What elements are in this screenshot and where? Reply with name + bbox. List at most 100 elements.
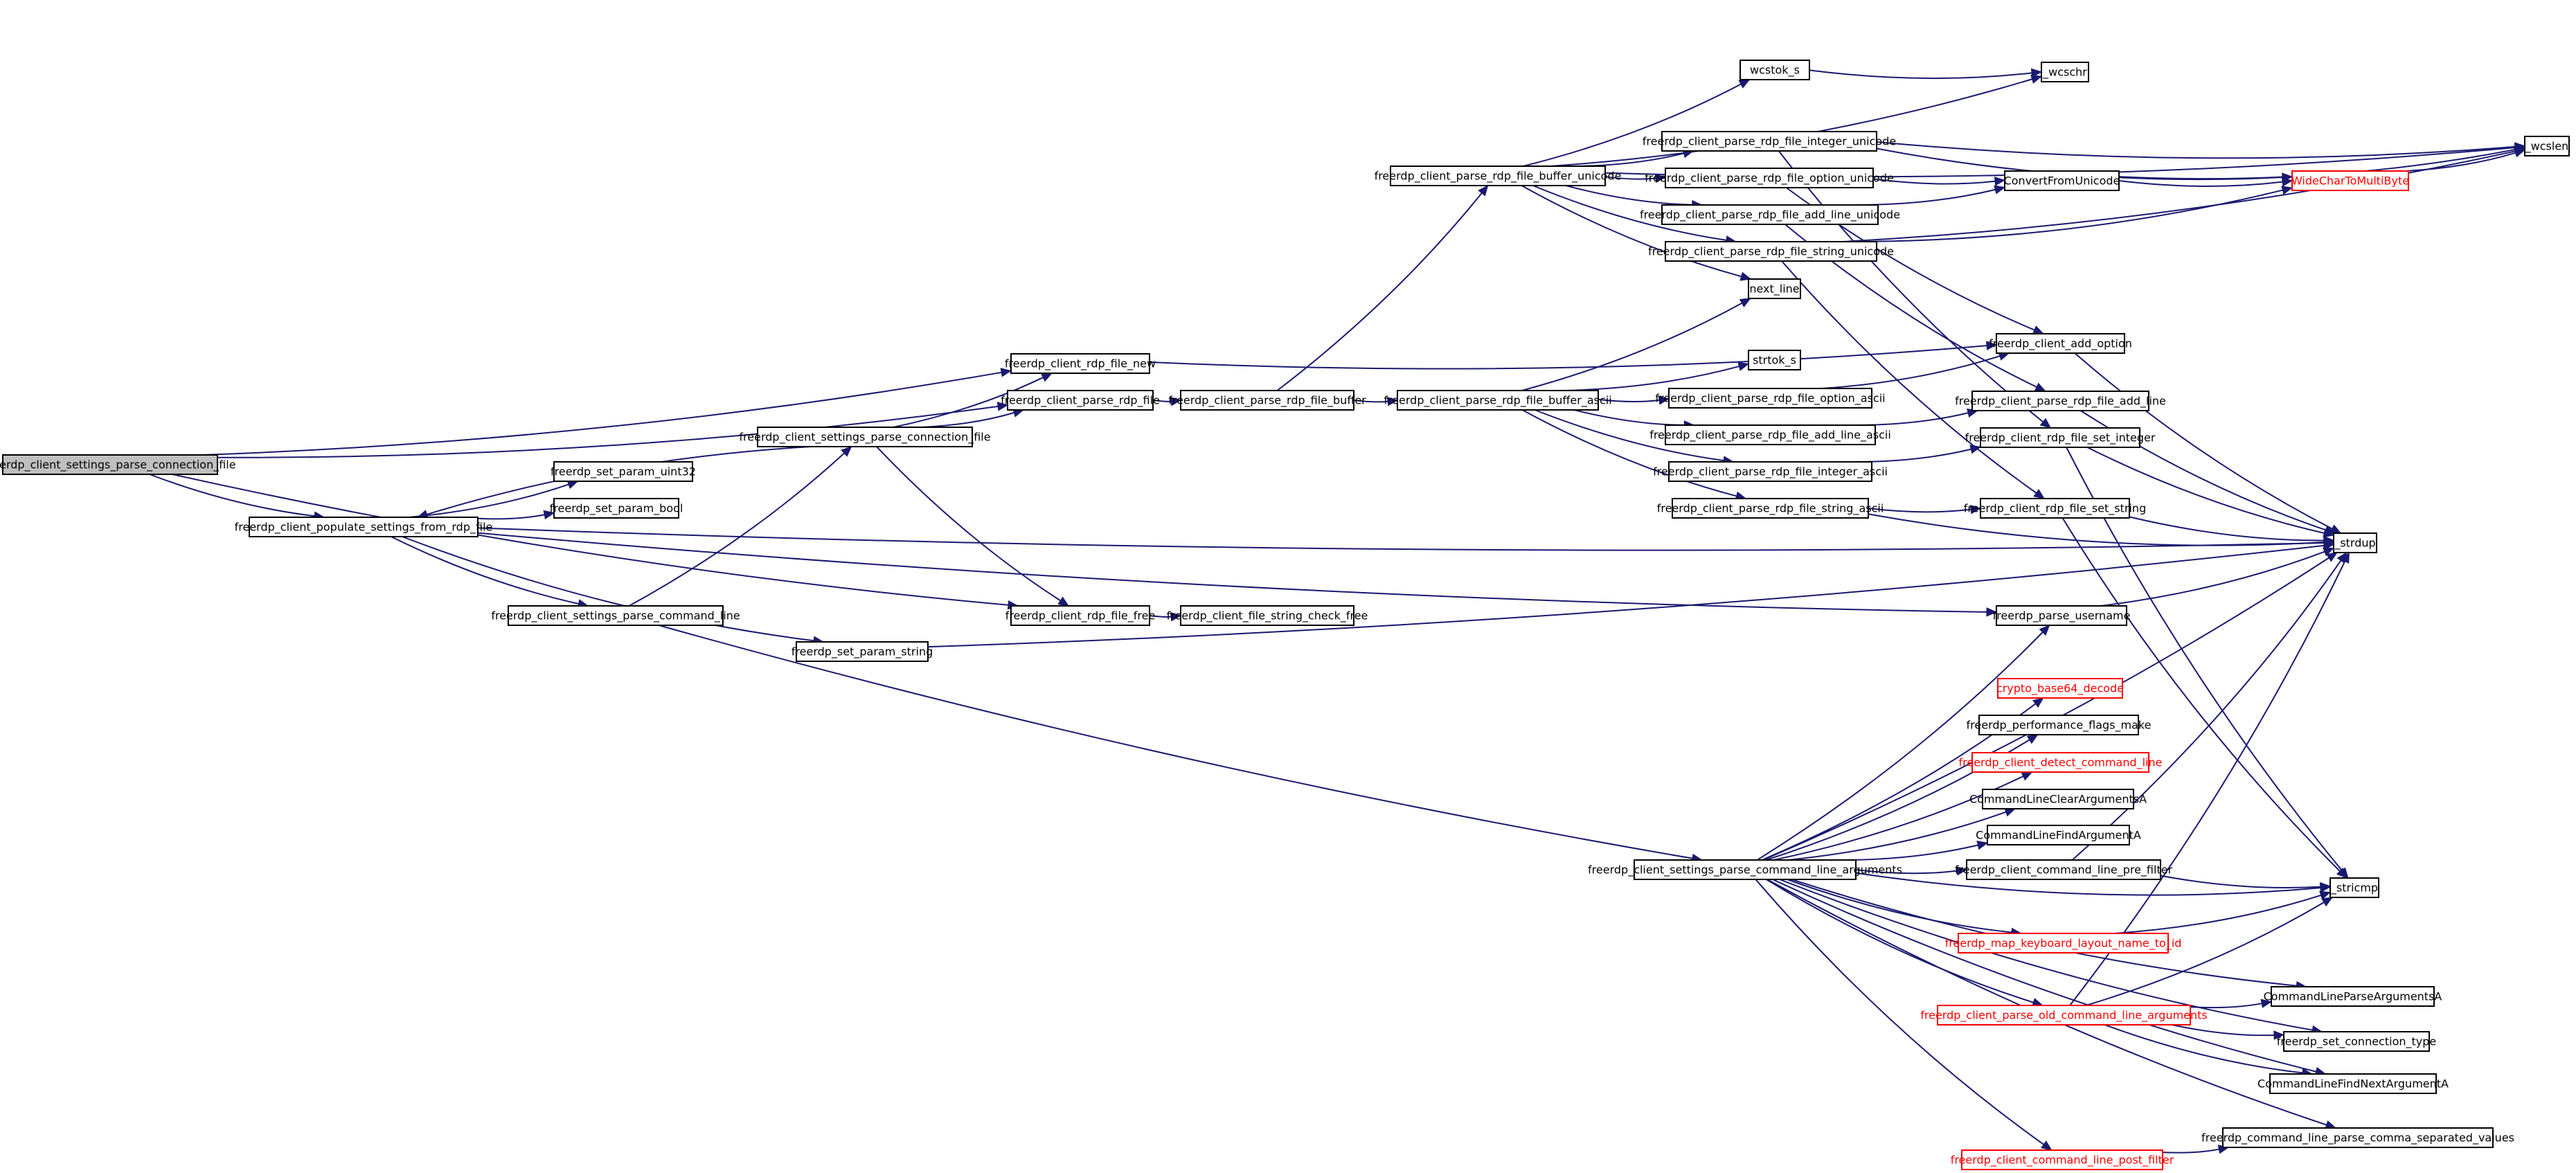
- graph-node-add-line-unicode[interactable]: freerdp_client_parse_rdp_file_add_line_u…: [1640, 204, 1900, 225]
- graph-node-wcslen[interactable]: _wcslen: [2524, 136, 2570, 156]
- graph-node-detect-cmdline[interactable]: freerdp_client_detect_command_line: [1958, 752, 2163, 773]
- node-box: [1665, 424, 1876, 445]
- edge-parse-cmdline-args-to-comma-separated: [1766, 879, 2337, 1129]
- edge-line: [1149, 615, 1172, 618]
- graph-node-rdp-file-new[interactable]: freerdp_client_rdp_file_new: [1005, 353, 1156, 374]
- graph-node-integer-unicode[interactable]: freerdp_client_parse_rdp_file_integer_un…: [1643, 131, 1896, 152]
- graph-node-buffer-unicode[interactable]: freerdp_client_parse_rdp_file_buffer_uni…: [1375, 165, 1622, 186]
- graph-node-string-unicode[interactable]: freerdp_client_parse_rdp_file_string_uni…: [1648, 241, 1894, 262]
- edge-line: [2061, 517, 2341, 872]
- graph-node-populate[interactable]: freerdp_client_populate_settings_from_rd…: [235, 517, 493, 537]
- graph-node-rdp-file-free[interactable]: freerdp_client_rdp_file_free: [1005, 605, 1156, 626]
- arrowhead: [1478, 185, 1489, 197]
- node-label: freerdp_client_file_string_check_free: [1167, 609, 1368, 623]
- node-box: [1661, 131, 1877, 152]
- edge-rdp-file-new-to-add-option: [1149, 341, 1998, 370]
- graph-node-add-option[interactable]: freerdp_client_add_option: [1989, 333, 2132, 354]
- node-label: freerdp_client_rdp_file_set_string: [1964, 502, 2146, 516]
- graph-node-clear-args[interactable]: CommandLineClearArgumentsA: [1969, 789, 2147, 809]
- arrowhead: [2021, 771, 2033, 781]
- graph-node-perf-flags-make[interactable]: freerdp_performance_flags_make: [1967, 715, 2152, 735]
- node-box: [553, 461, 693, 482]
- edge-line: [391, 536, 579, 605]
- node-label: freerdp_client_parse_rdp_file_buffer_asc…: [1384, 394, 1611, 408]
- graph-node-widechar[interactable]: WideCharToMultiByte: [2291, 170, 2409, 191]
- arrowhead: [2281, 186, 2293, 195]
- arrowhead: [1654, 173, 1667, 183]
- edge-line: [1876, 141, 2516, 159]
- node-box: [1987, 825, 2130, 845]
- graph-node-next-line[interactable]: next_line: [1748, 278, 1801, 299]
- graph-node-integer-ascii[interactable]: freerdp_client_parse_rdp_file_integer_as…: [1653, 461, 1888, 482]
- edge-string-ascii-to-strdup: [1868, 513, 2335, 547]
- edge-line: [1755, 879, 2044, 1145]
- node-box: [1010, 353, 1150, 374]
- graph-node-add-line-ascii[interactable]: freerdp_client_parse_rdp_file_add_line_a…: [1649, 424, 1891, 445]
- graph-node-find-arg[interactable]: CommandLineFindArgumentA: [1976, 825, 2141, 845]
- graph-node-settings-parse-connection-file[interactable]: freerdp_client_settings_parse_connection…: [739, 427, 991, 447]
- edge-buffer-ascii-to-option-ascii: [1598, 395, 1670, 405]
- graph-node-pre-filter[interactable]: freerdp_client_command_line_pre_filter: [1955, 859, 2173, 880]
- arrowhead: [1040, 373, 1053, 382]
- node-label: CommandLineFindNextArgumentA: [2257, 1077, 2449, 1091]
- graph-node-comma-separated[interactable]: freerdp_command_line_parse_comma_separat…: [2201, 1127, 2514, 1148]
- graph-node-map-keyboard[interactable]: freerdp_map_keyboard_layout_name_to_id: [1945, 933, 2182, 953]
- node-label: freerdp_performance_flags_make: [1967, 719, 2152, 733]
- graph-node-root[interactable]: freerdp_client_settings_parse_connection…: [0, 454, 236, 475]
- graph-node-set-param-uint32[interactable]: freerdp_set_param_uint32: [551, 461, 696, 482]
- node-box: [1397, 390, 1599, 411]
- graph-node-set-integer[interactable]: freerdp_client_rdp_file_set_integer: [1965, 427, 2156, 448]
- edge-line: [1276, 192, 1483, 391]
- edge-old-cmdline-to-stricmp: [2086, 897, 2334, 1006]
- graph-node-old-cmdline[interactable]: freerdp_client_parse_old_command_line_ar…: [1920, 1005, 2208, 1026]
- node-box: [1978, 715, 2139, 735]
- graph-node-set-param-string[interactable]: freerdp_set_param_string: [791, 641, 933, 662]
- node-box: [1748, 350, 1801, 370]
- graph-node-parse-args-a[interactable]: CommandLineParseArgumentsA: [2264, 986, 2442, 1007]
- edge-line: [1787, 879, 2012, 933]
- edge-line: [1850, 189, 2283, 242]
- node-label: freerdp_client_parse_rdp_file_option_uni…: [1645, 172, 1894, 186]
- graph-node-parse-cmdline-args[interactable]: freerdp_client_settings_parse_command_li…: [1588, 859, 1902, 880]
- graph-node-buffer-ascii[interactable]: freerdp_client_parse_rdp_file_buffer_asc…: [1384, 390, 1612, 411]
- edge-line: [876, 446, 1061, 602]
- graph-node-parse-rdp-file[interactable]: freerdp_client_parse_rdp_file: [1001, 390, 1160, 411]
- graph-node-find-next-arg[interactable]: CommandLineFindNextArgumentA: [2257, 1073, 2449, 1094]
- graph-node-wcstok-s[interactable]: wcstok_s: [1739, 60, 1810, 80]
- graph-node-string-check-free[interactable]: freerdp_client_file_string_check_free: [1167, 605, 1368, 626]
- graph-node-convert-from-unicode[interactable]: ConvertFromUnicode: [2004, 170, 2120, 191]
- edge-line: [1521, 185, 1742, 278]
- edge-add-line-unicode-to-convert-from-unicode: [1853, 185, 2006, 206]
- node-box: [2283, 1031, 2430, 1052]
- graph-node-set-param-bool[interactable]: freerdp_set_param_bool: [550, 498, 683, 519]
- graph-node-string-ascii[interactable]: freerdp_client_parse_rdp_file_string_asc…: [1657, 498, 1884, 519]
- edge-populate-to-set-param-uint32: [409, 480, 579, 518]
- graph-node-post-filter[interactable]: freerdp_client_command_line_post_filter: [1951, 1149, 2174, 1170]
- graph-node-set-conn-type[interactable]: freerdp_set_connection_type: [2277, 1031, 2437, 1052]
- edge-line: [477, 514, 545, 520]
- node-box: [2041, 62, 2089, 82]
- graph-node-stricmp[interactable]: _stricmp: [2329, 877, 2379, 898]
- graph-node-strtok-s[interactable]: strtok_s: [1748, 350, 1801, 370]
- graph-node-add-line[interactable]: freerdp_client_parse_rdp_file_add_line: [1955, 391, 2166, 411]
- node-box: [1665, 241, 1877, 262]
- graph-node-set-string[interactable]: freerdp_client_rdp_file_set_string: [1964, 498, 2146, 519]
- graph-node-option-unicode[interactable]: freerdp_client_parse_rdp_file_option_uni…: [1645, 168, 1894, 188]
- edge-line: [1521, 302, 1742, 391]
- edge-line: [402, 536, 814, 642]
- edge-string-unicode-to-widechar: [1850, 186, 2293, 242]
- edge-map-keyboard-to-stricmp: [2114, 890, 2332, 934]
- graph-node-parse-cmdline[interactable]: freerdp_client_settings_parse_command_li…: [491, 605, 740, 626]
- graph-node-parse-buffer[interactable]: freerdp_client_parse_rdp_file_buffer: [1168, 390, 1366, 411]
- graph-node-parse-username[interactable]: freerdp_parse_username: [1993, 605, 2131, 626]
- arrowhead: [1976, 841, 1989, 850]
- graph-node-wcschr[interactable]: _wcschr: [2041, 62, 2089, 82]
- edge-line: [2162, 1148, 2219, 1154]
- node-box: [1971, 391, 2149, 411]
- graph-node-strdup[interactable]: _strdup: [2333, 532, 2377, 553]
- graph-node-base64-decode[interactable]: crypto_base64_decode: [1996, 678, 2124, 699]
- graph-node-option-ascii[interactable]: freerdp_client_parse_rdp_file_option_asc…: [1655, 388, 1886, 409]
- node-box: [796, 641, 929, 662]
- arrowhead: [996, 402, 1009, 411]
- node-label: _stricmp: [2330, 881, 2378, 895]
